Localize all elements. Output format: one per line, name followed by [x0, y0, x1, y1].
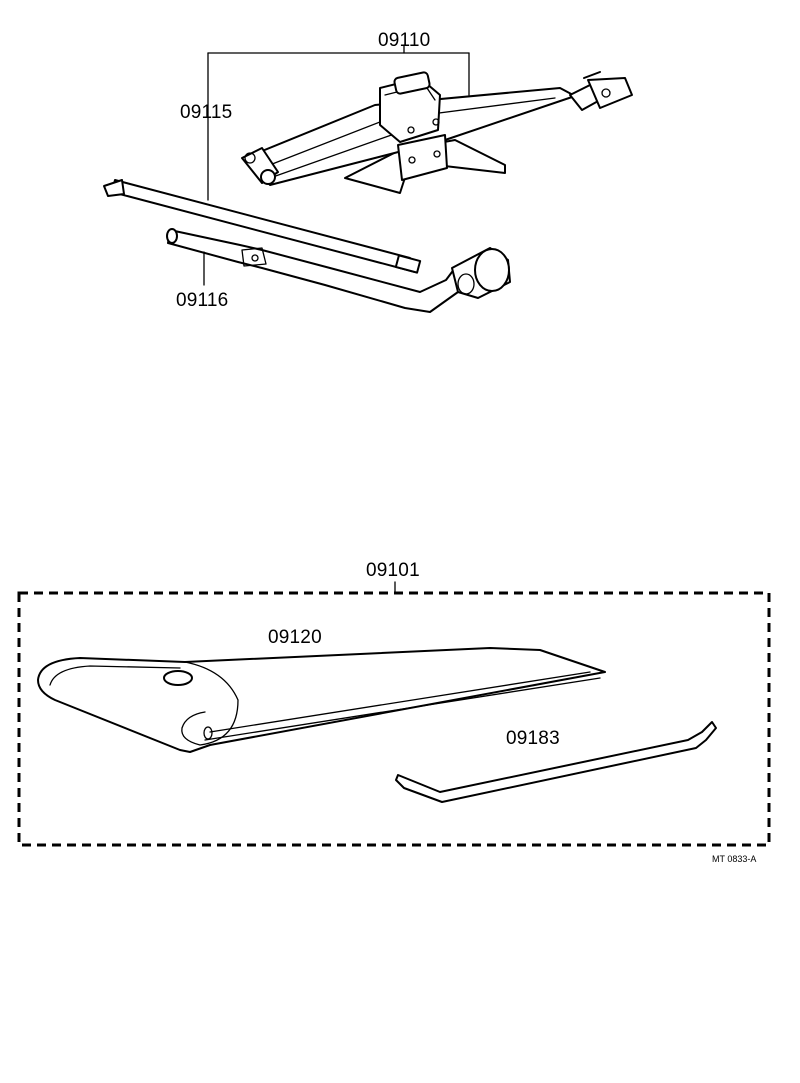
- wheel-nut-wrench: [166, 228, 511, 313]
- jack-handle: [103, 179, 422, 274]
- jack-assembly-bracket: [207, 44, 470, 201]
- reference-code: MT 0833-A: [712, 854, 757, 864]
- label-tool-bag: 09120: [268, 627, 322, 648]
- tool-kit-box: [17, 581, 771, 847]
- label-jack-assembly: 09110: [378, 30, 431, 51]
- lever-hook: [395, 721, 717, 803]
- tool-bag: [37, 647, 606, 753]
- label-wheel-nut-wrench: 09116: [176, 290, 229, 311]
- label-lever-hook: 09183: [506, 728, 560, 749]
- scissor-jack: [241, 71, 633, 194]
- label-jack-handle: 09115: [180, 102, 233, 123]
- label-tool-kit-set: 09101: [366, 560, 420, 581]
